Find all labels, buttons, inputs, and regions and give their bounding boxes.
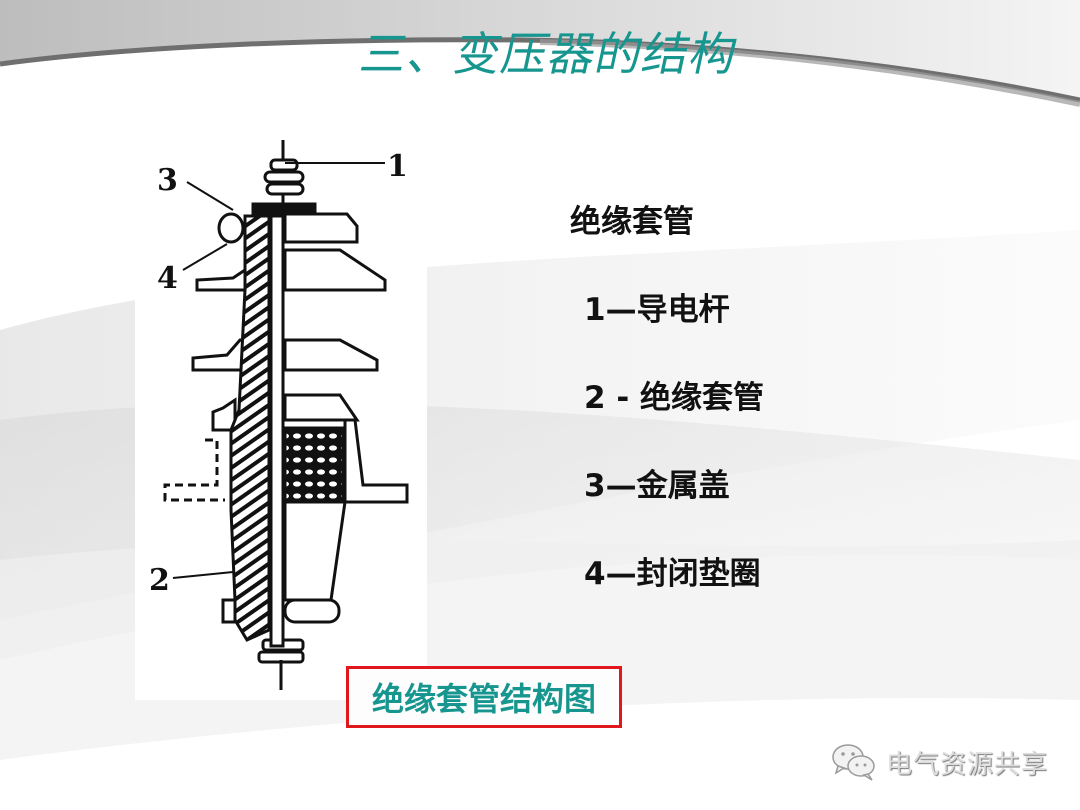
legend-item: 2 - 绝缘套管 <box>584 380 765 416</box>
legend-item: 1—导电杆 <box>584 292 730 328</box>
wechat-icon <box>832 744 875 781</box>
watermark-text: 电气资源共享 <box>886 749 1049 780</box>
diagram-label-1: 1 <box>387 149 408 184</box>
legend-item: 3—金属盖 <box>584 468 730 504</box>
slide-title: 三、变压器的结构 <box>355 27 744 81</box>
bushing-diagram-panel: 1 3 4 2 <box>135 130 427 700</box>
diagram-label-4: 4 <box>157 261 178 296</box>
watermark: 电气资源共享 <box>830 742 1048 782</box>
caption-box: 绝缘套管结构图 <box>346 666 622 728</box>
legend-heading: 绝缘套管 <box>570 204 694 240</box>
diagram-label-2: 2 <box>149 563 170 598</box>
caption-text: 绝缘套管结构图 <box>371 680 596 718</box>
diagram-label-3: 3 <box>157 163 178 198</box>
legend-item: 4—封闭垫圈 <box>584 556 761 592</box>
bushing-diagram: 1 3 4 2 <box>149 140 409 690</box>
